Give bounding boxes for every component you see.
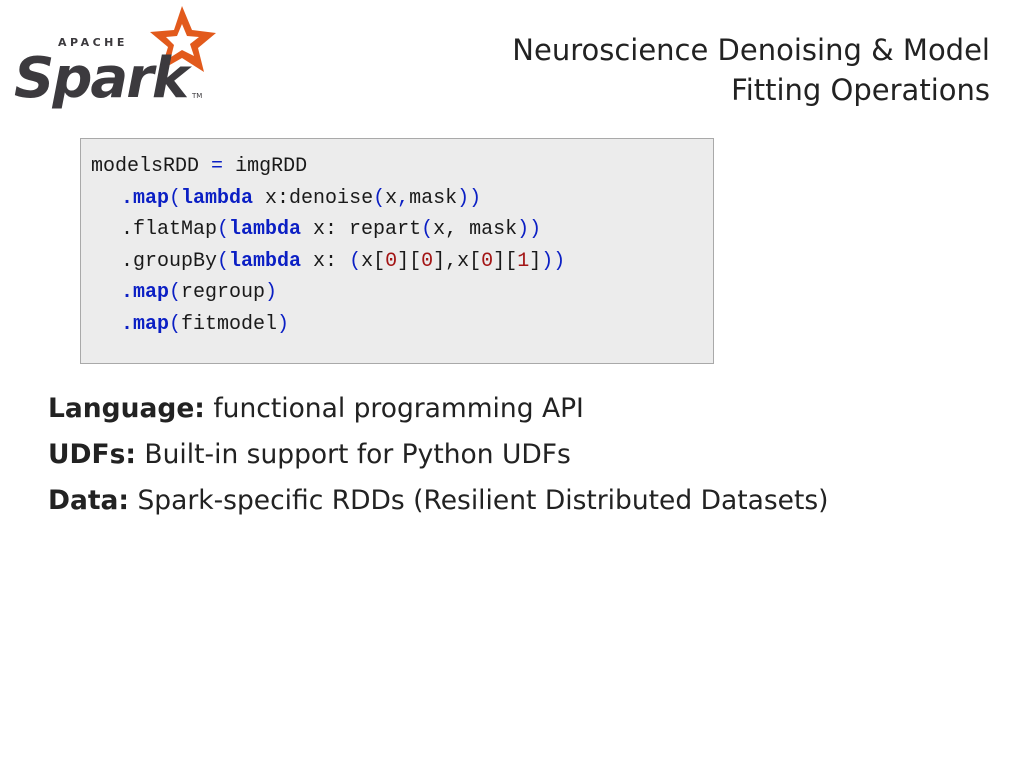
code-line-6: .map(fitmodel): [121, 312, 290, 336]
slide-title: Neuroscience Denoising & Model Fitting O…: [370, 30, 990, 110]
feature-text: Built-in support for Python UDFs: [136, 439, 571, 470]
logo-apache-text: APACHE: [58, 36, 128, 49]
code-line-2: .map(lambda x:denoise(x,mask)): [121, 186, 482, 210]
feature-label: Language:: [48, 393, 205, 424]
logo-spark-text: Spark: [14, 46, 193, 110]
code-line-4: .groupBy(lambda x: (x[0][0],x[0][1])): [121, 249, 566, 273]
feature-text: Spark-specific RDDs (Resilient Distribut…: [129, 485, 829, 516]
apache-spark-logo: APACHE Spark TM: [14, 6, 216, 110]
feature-list: Language: functional programming API UDF…: [48, 386, 1008, 524]
feature-label: Data:: [48, 485, 130, 516]
feature-text: functional programming API: [204, 393, 584, 424]
feature-label: UDFs:: [48, 439, 136, 470]
feature-udfs: UDFs: Built-in support for Python UDFs: [48, 432, 1008, 478]
slide-title-line-2: Fitting Operations: [731, 73, 990, 107]
slide-title-line-1: Neuroscience Denoising & Model: [512, 33, 990, 67]
spark-star-icon: [150, 6, 216, 72]
code-line-3: .flatMap(lambda x: repart(x, mask)): [121, 218, 542, 241]
code-line-5: .map(regroup): [121, 281, 278, 304]
feature-language: Language: functional programming API: [48, 386, 1008, 432]
code-line-1: modelsRDD = imgRDD: [91, 155, 308, 178]
feature-data: Data: Spark-specific RDDs (Resilient Dis…: [48, 478, 1008, 524]
logo-tm-text: TM: [191, 92, 202, 100]
code-block: modelsRDD = imgRDD .map(lambda x:denoise(…: [80, 138, 714, 364]
